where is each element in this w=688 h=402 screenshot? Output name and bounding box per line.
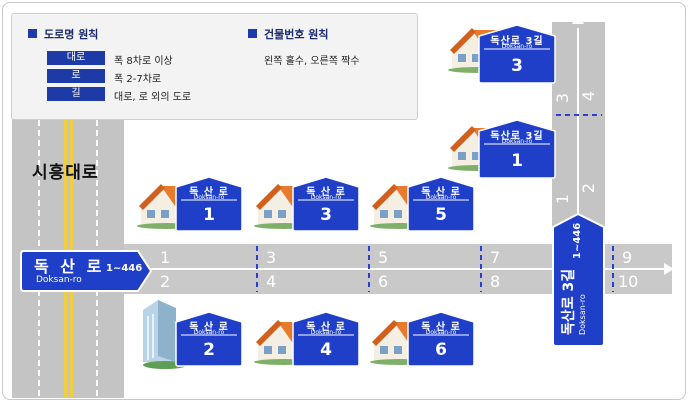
sign-romanized: Doksan-ro (501, 138, 533, 145)
start-sign-range: 1~446 (106, 263, 143, 274)
rule-tag: 길 (47, 87, 105, 101)
sign-road-name: 독 산 로 (421, 187, 461, 198)
side-road-number: 1 (553, 193, 573, 205)
sign-romanized: Doksan-ro (310, 329, 342, 336)
sign-building-number: 2 (203, 340, 215, 360)
side-road-arrow-icon (572, 14, 584, 24)
sign-romanized: Doksan-ro (425, 194, 457, 201)
bullet-square-icon (28, 29, 37, 38)
start-sign-romanized: Doksan-ro (36, 275, 82, 285)
sign-building-number: 1 (511, 151, 523, 171)
road-rule-title: 도로명 원칙 (44, 28, 99, 41)
side-road-center-line (577, 28, 579, 218)
sign-romanized: Doksan-ro (310, 194, 342, 201)
legend-box: 도로명 원칙 건물번호 원칙 대로 폭 8차로 이상 로 폭 2-7차로 길 대… (11, 13, 418, 120)
sign-romanized: Doksan-ro (501, 43, 533, 50)
road-center-line (150, 268, 664, 270)
road-arrow-icon (664, 263, 674, 275)
rule-desc: 폭 8차로 이상 (114, 56, 173, 67)
road-number: 6 (378, 272, 389, 291)
sign-road-name: 독 산 로 (421, 322, 461, 333)
sign-road-name: 독산로 3길 (490, 36, 544, 47)
rule-desc: 대로, 로 외의 도로 (114, 92, 192, 103)
road-start-sign: 독 산 로 Doksan-ro 1~446 (20, 250, 152, 292)
block-boundary (612, 246, 614, 292)
side-sign-name: 독산로 3길 (561, 268, 577, 335)
sign-road-name: 독산로 3길 (490, 131, 544, 142)
road-number: 9 (622, 248, 633, 267)
road-number: 10 (618, 272, 639, 291)
road-sign-shape (552, 213, 605, 347)
block-boundary (368, 246, 370, 292)
side-road-number: 4 (579, 90, 599, 102)
road-number: 5 (378, 248, 389, 267)
side-road-number: 2 (579, 182, 599, 194)
sign-road-name: 독 산 로 (306, 187, 346, 198)
building-sign: 독 산 로 Doksan-ro 4 (292, 311, 360, 367)
sign-road-name: 독 산 로 (306, 322, 346, 333)
sign-building-number: 4 (320, 340, 332, 360)
building-sign: 독산로 3길 Doksan-ro 1 (478, 119, 556, 179)
road-number: 4 (266, 272, 277, 291)
bullet-square-icon (248, 29, 257, 38)
main-road-name: 시흥대로 (32, 163, 99, 183)
road-number: 1 (160, 248, 171, 267)
rule-tag: 대로 (47, 51, 105, 65)
sign-building-number: 6 (435, 340, 447, 360)
road-number: 7 (490, 248, 501, 267)
building-rule-title: 건물번호 원칙 (264, 28, 329, 41)
building-sign: 독 산 로 Doksan-ro 5 (407, 176, 475, 232)
sign-building-number: 3 (320, 205, 332, 225)
rule-desc: 폭 2-7차로 (114, 74, 162, 85)
rule-tag: 로 (47, 69, 105, 83)
sign-building-number: 5 (435, 205, 447, 225)
start-sign-name: 독 산 로 (34, 257, 105, 276)
road-sign-shape (20, 250, 152, 292)
side-sign-romanized: Doksan-ro (578, 294, 587, 335)
building-sign: 독 산 로 Doksan-ro 1 (175, 176, 243, 232)
block-boundary (480, 246, 482, 292)
sign-building-number: 1 (203, 205, 215, 225)
road-number: 2 (160, 272, 171, 291)
block-boundary (256, 246, 258, 292)
sign-road-name: 독 산 로 (189, 322, 229, 333)
road-number: 3 (266, 248, 277, 267)
sign-romanized: Doksan-ro (425, 329, 457, 336)
side-road-number: 3 (553, 92, 573, 104)
building-rule-desc: 왼쪽 홀수, 오른쪽 짝수 (264, 56, 360, 67)
sign-road-name: 독 산 로 (189, 187, 229, 198)
building-sign: 독 산 로 Doksan-ro 6 (407, 311, 475, 367)
building-sign: 독산로 3길 Doksan-ro 3 (478, 24, 556, 84)
road-number: 8 (490, 272, 501, 291)
building-sign: 독 산 로 Doksan-ro 3 (292, 176, 360, 232)
side-sign-range: 1~446 (572, 222, 583, 259)
sign-romanized: Doksan-ro (193, 329, 225, 336)
sign-building-number: 3 (511, 56, 523, 76)
sign-romanized: Doksan-ro (193, 194, 225, 201)
side-road-sign: 독산로 3길 Doksan-ro 1~446 (552, 213, 605, 347)
block-boundary (556, 114, 602, 116)
building-sign: 독 산 로 Doksan-ro 2 (175, 311, 243, 367)
